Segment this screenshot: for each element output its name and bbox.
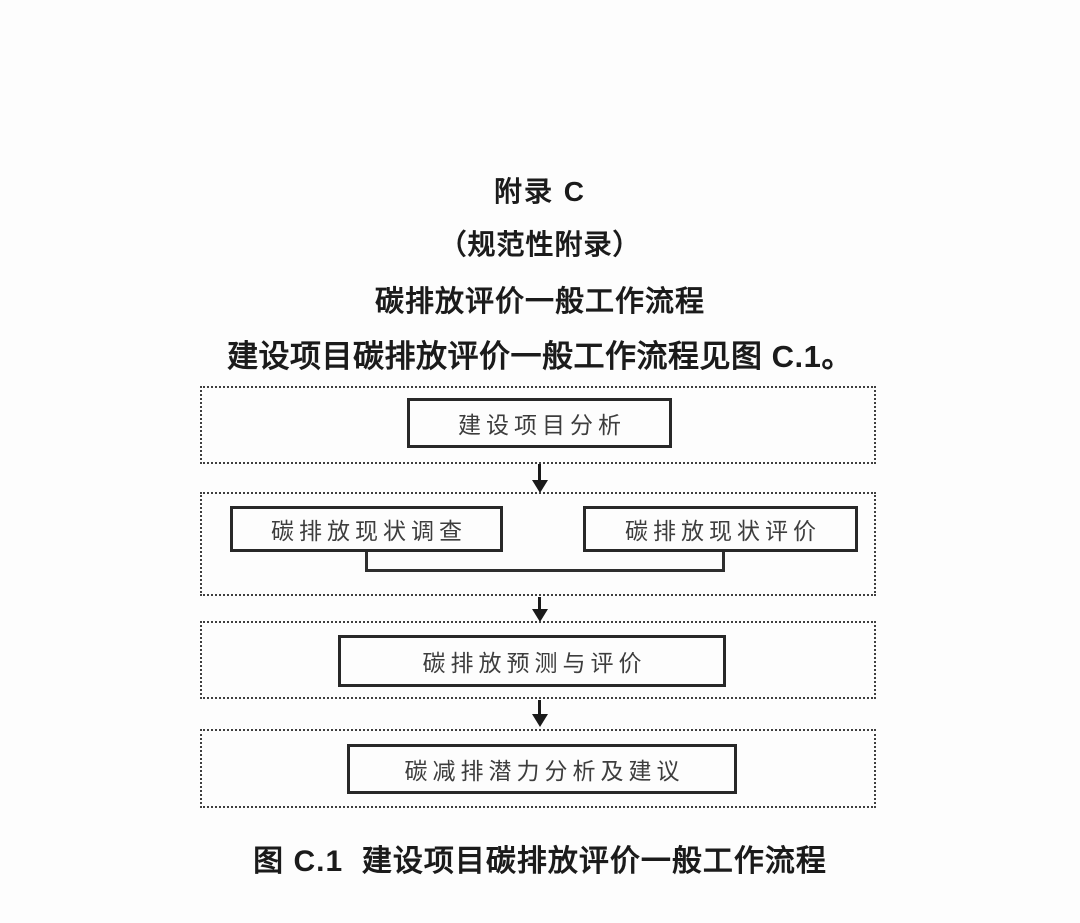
appendix-label: 附录 C [493,176,586,207]
flow-box-label: 碳减排潜力分析及建议 [404,759,685,784]
down-arrow-icon [531,700,548,727]
flow-box-status-survey: 碳排放现状调查 [230,506,503,552]
flow-box-label: 碳排放预测与评价 [422,651,647,676]
flow-stage-project-analysis: 建设项目分析 [200,386,876,464]
appendix-title: 碳排放评价一般工作流程 [374,286,705,318]
flow-stage-reduction-potential: 碳减排潜力分析及建议 [200,729,876,808]
figure-caption: 图 C.1 建设项目碳排放评价一般工作流程 [253,845,827,878]
flow-box-status-evaluation: 碳排放现状评价 [583,506,858,552]
intro-text: 建设项目碳排放评价一般工作流程见图 C.1。 [227,339,853,374]
flow-stage-current-status: 碳排放现状调查 碳排放现状评价 [200,492,876,596]
flow-box-prediction-evaluation: 碳排放预测与评价 [338,635,726,687]
flow-box-project-analysis: 建设项目分析 [407,398,672,448]
appendix-type-label: （规范性附录） [438,229,642,260]
flow-box-label: 建设项目分析 [458,413,626,438]
flow-box-label: 碳排放现状调查 [271,519,467,544]
flow-box-reduction-potential: 碳减排潜力分析及建议 [347,744,737,794]
down-arrow-icon [531,464,548,493]
flow-box-label: 碳排放现状评价 [625,519,821,544]
down-arrow-icon [531,597,548,622]
flow-stage-prediction-evaluation: 碳排放预测与评价 [200,621,876,699]
merge-connector [365,552,725,572]
